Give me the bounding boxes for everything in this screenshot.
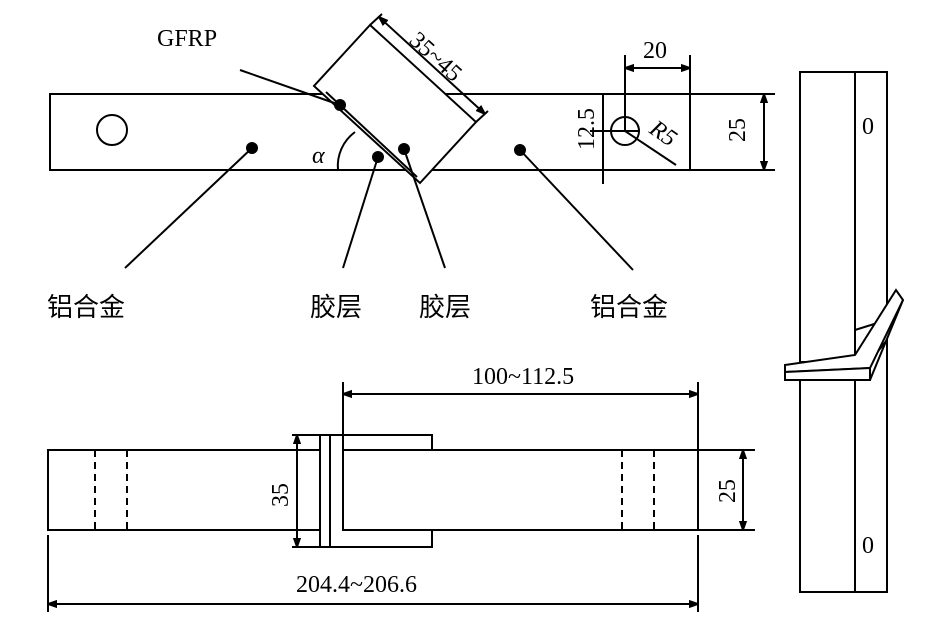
left-bolt-hole bbox=[96, 114, 128, 146]
patch-dim-ext-top bbox=[369, 13, 383, 26]
aluminum-right-leader bbox=[519, 149, 634, 271]
side-view: 0 0 bbox=[784, 71, 905, 593]
upper-bar-face bbox=[799, 71, 856, 363]
radius-leader bbox=[624, 130, 677, 166]
overlap-length-label: 100~112.5 bbox=[472, 364, 574, 390]
top-width-label: 25 bbox=[725, 118, 751, 142]
bottom-view: 100~112.5 35 25 204.4~206.6 bbox=[47, 364, 755, 612]
gfrp-label: GFRP bbox=[157, 26, 217, 52]
angle-label: α bbox=[312, 143, 325, 169]
hole-height-label: 12.5 bbox=[574, 108, 600, 150]
top-view: GFRP 铝合金 铝合金 胶层 胶层 α 35~45 20 12.5 R5 25 bbox=[47, 13, 775, 323]
side-bottom-marker: 0 bbox=[862, 533, 874, 559]
adhesive-right-leader bbox=[403, 148, 446, 269]
left-material-label: 铝合金 bbox=[47, 293, 125, 323]
lower-bar-face bbox=[799, 379, 856, 593]
total-length-label: 204.4~206.6 bbox=[296, 572, 417, 598]
left-adherend bbox=[47, 449, 320, 531]
patch-dim-line bbox=[379, 17, 485, 114]
patch-right-plate bbox=[330, 434, 433, 450]
angle-arc bbox=[336, 131, 356, 171]
bottom-width-label: 25 bbox=[715, 479, 741, 503]
adhesive-right-label: 胶层 bbox=[419, 293, 471, 323]
adhesive-strip bbox=[319, 434, 331, 548]
patch-plate-edge bbox=[869, 299, 904, 381]
right-adherend bbox=[342, 449, 699, 531]
adhesive-left-label: 胶层 bbox=[310, 293, 362, 323]
side-top-marker: 0 bbox=[862, 114, 874, 140]
hole-offset-label: 20 bbox=[643, 38, 667, 64]
right-material-label: 铝合金 bbox=[590, 293, 668, 323]
patch-dim-ext-bottom bbox=[475, 110, 489, 123]
adhesive-left-leader bbox=[342, 156, 379, 269]
patch-width-label: 35 bbox=[268, 483, 294, 507]
gfrp-leader bbox=[239, 69, 341, 106]
upper-bar-side bbox=[854, 71, 888, 332]
aluminum-left-leader bbox=[124, 147, 253, 269]
patch-right-plate-bottom bbox=[330, 530, 433, 548]
